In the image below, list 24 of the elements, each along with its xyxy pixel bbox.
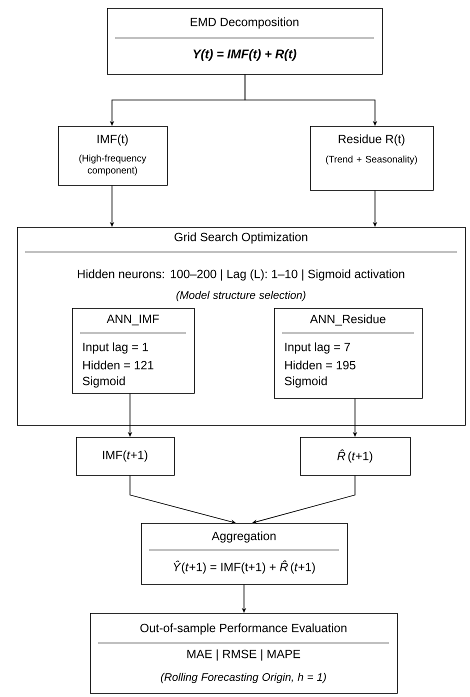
- box-title: IMF(t+1): [103, 450, 148, 462]
- note-text: (Rolling Forecasting Origin, h = 1): [160, 672, 326, 684]
- box-text: Input lag = 1: [83, 342, 148, 354]
- box-title: R̂(t+1): [337, 449, 372, 463]
- box-title: EMD Decomposition: [190, 17, 298, 29]
- note-text: (Model structure selection): [176, 290, 306, 302]
- formula-text: Y(t) = IMF(t) + R(t): [193, 49, 296, 61]
- box-text: Sigmoid: [82, 376, 125, 388]
- box-text: Hidden = 121: [83, 360, 154, 370]
- box-subtitle: (High-frequency component): [79, 154, 146, 176]
- box-text: Hidden neurons: 100–200 | Lag (L): 1–10 | Sigmoid activation: [78, 269, 404, 281]
- box-title: ANN_IMF: [106, 314, 159, 326]
- box-title: ANN_Residue: [310, 314, 386, 326]
- box-text: Input lag = 7: [285, 342, 350, 354]
- box-text: Hidden = 195: [285, 360, 356, 370]
- box-text: Sigmoid: [284, 376, 327, 388]
- box-title: Aggregation: [212, 531, 276, 543]
- box-title: IMF(t): [98, 134, 128, 146]
- box-text: MAE | RMSE | MAPE: [187, 649, 300, 661]
- box-subtitle: (Trend + Seasonality): [326, 156, 417, 164]
- box-title: Out-of-sample Performance Evaluation: [140, 623, 346, 635]
- box-title: Grid Search Optimization: [174, 232, 308, 244]
- box-title: Residue R(t): [338, 134, 404, 146]
- box-text: Ŷ(t+1) = IMF(t+1) + R̂(t+1): [174, 560, 315, 574]
